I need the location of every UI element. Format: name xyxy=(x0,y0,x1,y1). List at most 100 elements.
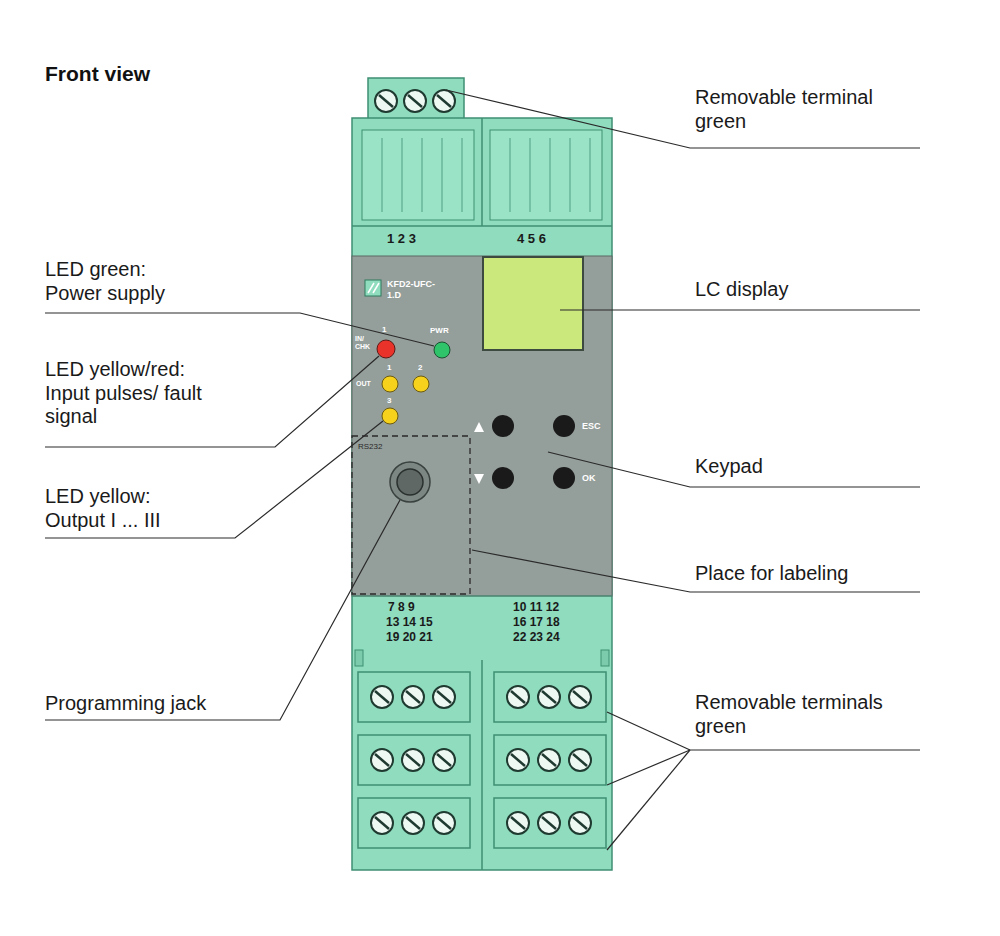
led-number: 2 xyxy=(418,363,422,372)
screw-slot xyxy=(406,691,420,703)
screw xyxy=(538,749,560,771)
screw-slot xyxy=(542,817,556,829)
view-title: Front view xyxy=(45,62,150,87)
programming-jack xyxy=(390,462,430,502)
screw-slot xyxy=(406,817,420,829)
screw-slot xyxy=(375,817,389,829)
led-red xyxy=(377,340,395,358)
screw-slot xyxy=(437,754,451,766)
screw xyxy=(433,749,455,771)
led-label: IN/ CHK xyxy=(355,335,375,352)
ridge-line xyxy=(550,138,551,212)
callout-label: Removable terminals green xyxy=(695,691,920,738)
screw-slot xyxy=(437,95,451,107)
callout-label: LED yellow: Output I ... III xyxy=(45,485,197,532)
screw-slot xyxy=(573,817,587,829)
housing-ridge xyxy=(490,130,602,220)
terminal-block xyxy=(358,672,470,722)
terminal-numbers: 1 2 3 xyxy=(387,231,416,246)
screw xyxy=(538,686,560,708)
led-number: 3 xyxy=(387,396,391,405)
led-yellow xyxy=(382,376,398,392)
screw-slot xyxy=(406,754,420,766)
screw xyxy=(375,90,397,112)
screw xyxy=(371,686,393,708)
led-label: OUT xyxy=(356,380,371,388)
ridge-line xyxy=(422,138,423,212)
screw xyxy=(433,90,455,112)
screw-slot xyxy=(379,95,393,107)
terminal-numbers: 10 11 12 xyxy=(513,600,559,614)
screw-slot xyxy=(542,754,556,766)
callout-label: Removable terminal green xyxy=(695,86,917,133)
terminal-numbers: 19 20 21 xyxy=(386,630,433,644)
terminal-block xyxy=(358,735,470,785)
ridge-line xyxy=(570,138,571,212)
led-number: 1 xyxy=(387,363,391,372)
port-label: RS232 xyxy=(358,442,382,451)
terminal-block xyxy=(494,735,606,785)
screw xyxy=(538,812,560,834)
label-area xyxy=(352,436,470,594)
screw xyxy=(507,812,529,834)
screw xyxy=(371,812,393,834)
terminal-block xyxy=(358,798,470,848)
terminal-block xyxy=(494,672,606,722)
key-button xyxy=(492,415,514,437)
up-arrow xyxy=(474,422,484,432)
screw xyxy=(402,686,424,708)
screw-slot xyxy=(573,691,587,703)
key-button xyxy=(553,415,575,437)
ridge-line xyxy=(462,138,463,212)
key-label: OK xyxy=(582,473,596,484)
screw-slot xyxy=(511,817,525,829)
led-yellow xyxy=(413,376,429,392)
screw xyxy=(371,749,393,771)
screw xyxy=(507,686,529,708)
ridge-line xyxy=(590,138,591,212)
screw xyxy=(433,812,455,834)
front-panel xyxy=(352,256,612,596)
led-yellow xyxy=(382,408,398,424)
led-green xyxy=(434,342,450,358)
leader-lines xyxy=(45,90,920,850)
screw xyxy=(569,749,591,771)
screw-slot xyxy=(437,691,451,703)
terminal-numbers: 4 5 6 xyxy=(517,231,546,246)
callout-label: LC display xyxy=(695,278,788,302)
terminal-numbers: 7 8 9 xyxy=(388,600,415,614)
callout-label: Place for labeling xyxy=(695,562,848,586)
screw-slot xyxy=(542,691,556,703)
ridge-line xyxy=(442,138,443,212)
screw xyxy=(402,812,424,834)
callout-label: Programming jack xyxy=(45,692,206,716)
callout-label: Keypad xyxy=(695,455,763,479)
screw xyxy=(569,686,591,708)
led-number: 1 xyxy=(382,325,386,334)
logo xyxy=(365,280,381,296)
ridge-line xyxy=(530,138,531,212)
top-terminal xyxy=(368,78,464,124)
screw-slot xyxy=(573,754,587,766)
terminal-numbers: 16 17 18 xyxy=(513,615,560,629)
screw-slot xyxy=(375,754,389,766)
screw xyxy=(433,686,455,708)
key-button xyxy=(553,467,575,489)
screw-slot xyxy=(408,95,422,107)
screw xyxy=(569,812,591,834)
down-arrow xyxy=(474,474,484,484)
screw xyxy=(404,90,426,112)
ridge-line xyxy=(510,138,511,212)
screw-slot xyxy=(511,754,525,766)
ridge-line xyxy=(382,138,383,212)
screw-slot xyxy=(437,817,451,829)
lc-display xyxy=(483,257,583,350)
terminal-numbers: 13 14 15 xyxy=(386,615,433,629)
model-name: KFD2-UFC- 1.D xyxy=(387,279,441,300)
ridge-line xyxy=(402,138,403,212)
housing-ridge xyxy=(362,130,474,220)
led-label: PWR xyxy=(430,326,449,335)
screw xyxy=(402,749,424,771)
key-button xyxy=(492,467,514,489)
